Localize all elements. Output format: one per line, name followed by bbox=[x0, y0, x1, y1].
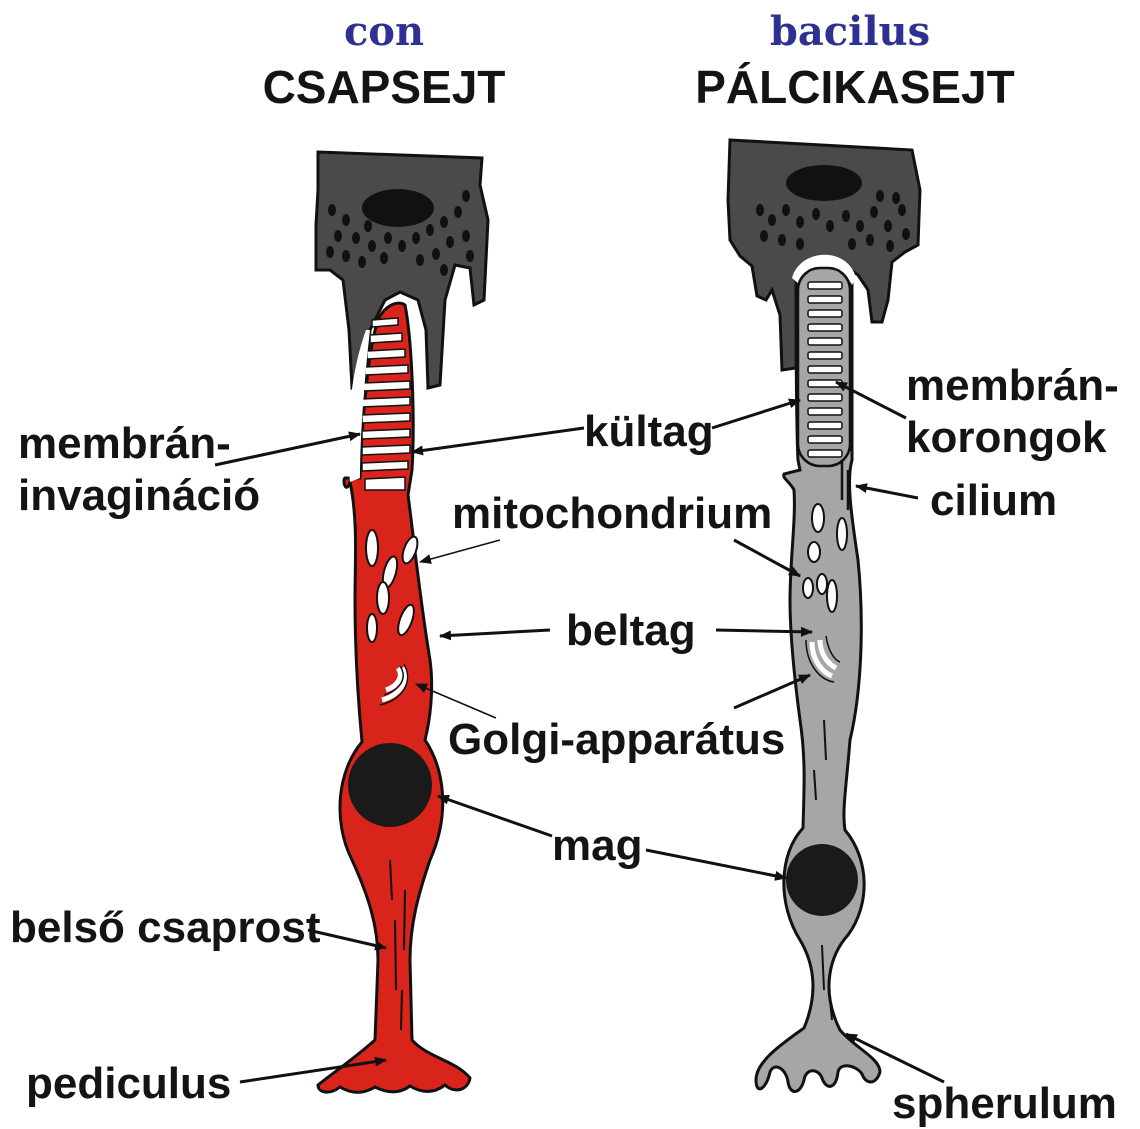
cone-latin-title: con bbox=[344, 8, 424, 55]
cone-cell bbox=[316, 152, 488, 1092]
rod-pigment-cell-nucleus bbox=[786, 165, 862, 201]
arrow-kultag-rod bbox=[712, 400, 800, 428]
arrow-mitochondrium-cone bbox=[420, 540, 500, 562]
label-golgi: Golgi-apparátus bbox=[448, 715, 785, 764]
label-kultag: kültag bbox=[584, 407, 714, 456]
label-pediculus: pediculus bbox=[26, 1059, 231, 1108]
pigment-cell-nucleus bbox=[362, 189, 434, 227]
arrow-beltag-cone bbox=[440, 630, 550, 636]
label-membran-invaginacio: membrán- invagináció bbox=[18, 419, 260, 520]
arrow-mitochondrium-rod bbox=[734, 540, 800, 576]
label-cilium: cilium bbox=[930, 476, 1057, 525]
cone-nucleus bbox=[348, 743, 432, 827]
label-membran-korongok: membrán- korongok bbox=[906, 361, 1131, 462]
label-mitochondrium: mitochondrium bbox=[452, 489, 772, 538]
rod-title: PÁLCIKASEJT bbox=[695, 61, 1014, 113]
rod-cell bbox=[728, 140, 920, 1092]
arrow-mag-cone bbox=[438, 796, 552, 836]
label-beltag: beltag bbox=[566, 606, 696, 655]
rod-nucleus bbox=[786, 844, 858, 916]
arrow-mag-rod bbox=[646, 850, 786, 878]
arrow-cilium bbox=[856, 486, 918, 498]
cone-title: CSAPSEJT bbox=[263, 61, 506, 113]
arrow-kultag-cone bbox=[412, 428, 584, 452]
arrow-beltag-rod bbox=[716, 630, 812, 632]
label-mag: mag bbox=[552, 821, 642, 870]
rod-latin-title: bacilus bbox=[770, 8, 930, 55]
label-belso-csaprost: belső csaprost bbox=[10, 903, 321, 952]
label-spherulum: spherulum bbox=[892, 1079, 1117, 1128]
